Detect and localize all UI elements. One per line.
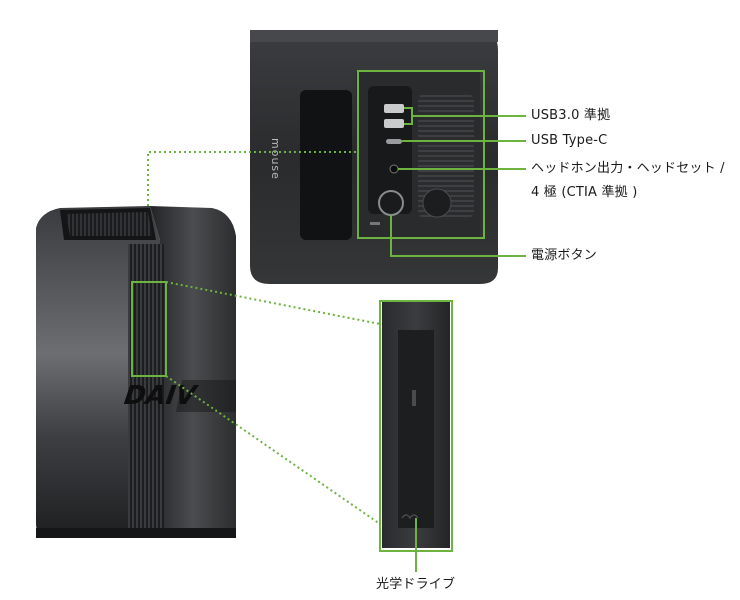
port-highlight-box bbox=[357, 70, 485, 239]
logo-text: DAIV bbox=[122, 381, 199, 411]
callout-optical-drive: 光学ドライブ bbox=[376, 577, 456, 592]
callout-power-button: 電源ボタン bbox=[531, 248, 598, 263]
pc-tower: DAIV bbox=[36, 206, 236, 538]
top-grill bbox=[418, 92, 474, 220]
carry-handle-recess bbox=[300, 90, 352, 240]
optical-drive-closeup bbox=[382, 302, 450, 548]
drive-highlight-box bbox=[131, 281, 167, 377]
power-button bbox=[378, 190, 404, 216]
usb-type-c-port bbox=[386, 139, 402, 144]
front-vents bbox=[128, 244, 164, 534]
callout-headphone-line1: ヘッドホン出力・ヘッドセット / bbox=[531, 161, 725, 176]
dotted-connectors bbox=[147, 151, 381, 525]
top-panel-closeup: mouse bbox=[250, 30, 498, 284]
callout-usb3: USB3.0 準拠 bbox=[531, 108, 611, 123]
callout-usb-type-c: USB Type-C bbox=[531, 133, 608, 148]
callout-lines bbox=[390, 107, 526, 572]
drive-bezel bbox=[398, 330, 434, 528]
usb-port-1 bbox=[384, 104, 404, 113]
brand-mark: mouse bbox=[269, 138, 282, 180]
usb-port-2 bbox=[384, 119, 404, 128]
callout-headphone-line2: 4 極 (CTIA 準拠 ) bbox=[531, 185, 638, 200]
headphone-jack bbox=[389, 164, 399, 174]
